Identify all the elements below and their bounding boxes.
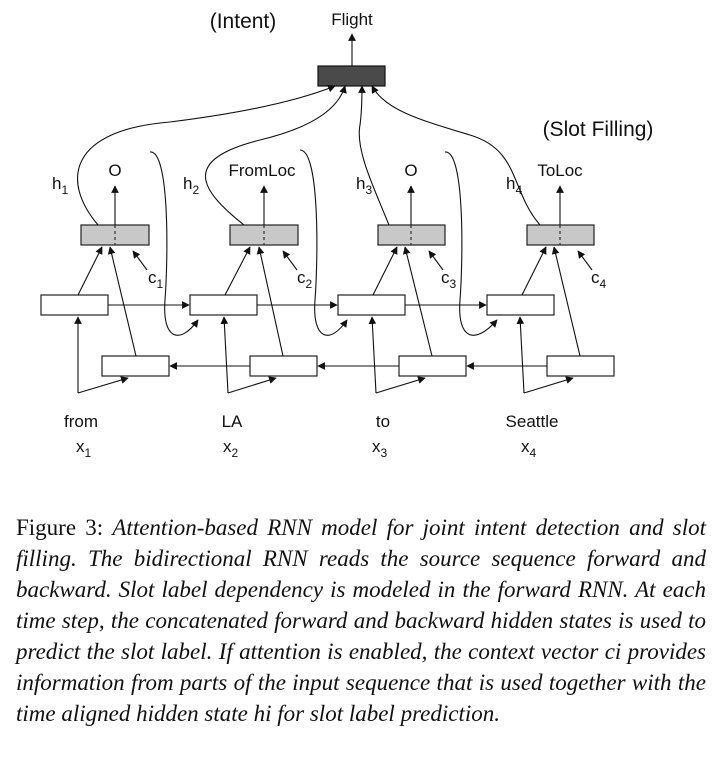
input-to-fwd-2 <box>220 316 229 394</box>
slot-output-4: ToLoc <box>537 161 583 180</box>
attention-curve-h1 <box>77 84 336 226</box>
fwd-to-out-3 <box>372 246 398 296</box>
intent-label: Flight <box>331 10 373 29</box>
slot-filling-tag: (Slot Filling) <box>543 118 654 141</box>
input-symbol-1: x1 <box>76 437 92 460</box>
context-arrow-3 <box>428 250 444 271</box>
input-to-bwd-3 <box>375 376 426 394</box>
input-symbol-4: x4 <box>521 437 537 460</box>
backward-rnn-1 <box>101 355 170 377</box>
forward-rnn-4 <box>486 294 555 316</box>
slot-output-1: O <box>108 161 121 180</box>
forward-rnn-3 <box>337 294 406 316</box>
input-word-2: LA <box>222 412 243 431</box>
context-label-2: c2 <box>297 268 313 291</box>
context-arrow-4 <box>577 250 593 271</box>
hidden-label-2: h2 <box>183 174 199 197</box>
forward-rnn-1 <box>40 294 109 316</box>
fwd-to-out-4 <box>521 246 547 296</box>
fwd-to-out-2 <box>224 246 251 296</box>
slot-output-3: O <box>404 161 417 180</box>
time-step-2: h2 FromLoc c2 LA x2 <box>183 161 318 460</box>
attention-curve-h4 <box>371 85 541 226</box>
context-arrow-1 <box>132 250 148 271</box>
input-word-1: from <box>64 412 98 431</box>
bwd-to-out-3 <box>402 246 433 357</box>
input-to-bwd-1 <box>77 376 129 394</box>
input-to-fwd-4 <box>516 316 525 394</box>
backward-rnn-2 <box>249 355 318 377</box>
attention-curve-h3 <box>358 85 390 226</box>
input-word-4: Seattle <box>506 412 559 431</box>
context-arrow-2 <box>282 250 298 271</box>
label-dependency-2 <box>299 149 348 336</box>
input-symbol-3: x3 <box>372 437 388 460</box>
intent-tag: (Intent) <box>210 10 277 33</box>
bwd-to-out-2 <box>256 246 284 357</box>
time-step-1: h1 O c1 from x1 <box>40 161 170 460</box>
hidden-label-3: h3 <box>356 174 372 197</box>
time-step-4: h4 ToLoc c4 Seattle x4 <box>486 161 615 460</box>
context-label-4: c4 <box>591 268 607 291</box>
caption-prefix: Figure 3: <box>16 515 104 540</box>
input-symbol-2: x2 <box>223 437 239 460</box>
label-dependency-1 <box>149 151 199 336</box>
backward-rnn-3 <box>398 355 467 377</box>
backward-rnn-4 <box>546 355 615 377</box>
input-to-bwd-4 <box>523 376 574 394</box>
context-label-3: c3 <box>441 268 457 291</box>
bwd-to-out-4 <box>551 246 581 357</box>
rnn-diagram: (Intent) Flight (Slot Filling) h1 O c1 f… <box>40 10 654 460</box>
hidden-label-4: h4 <box>506 174 522 197</box>
figure-caption: Figure 3: Attention-based RNN model for … <box>16 512 706 729</box>
intent-node <box>317 65 386 87</box>
forward-rnn-2 <box>189 294 258 316</box>
fwd-to-out-1 <box>77 246 103 296</box>
hidden-label-1: h1 <box>52 174 68 197</box>
input-word-3: to <box>376 412 390 431</box>
slot-output-2: FromLoc <box>228 161 296 180</box>
label-dependency-3 <box>444 151 498 336</box>
bwd-to-out-1 <box>107 246 137 357</box>
input-to-bwd-2 <box>227 376 277 394</box>
caption-text: Attention-based RNN model for joint inte… <box>16 515 707 726</box>
attention-curve-h2 <box>204 85 347 226</box>
time-step-3: h3 O c3 to x3 <box>337 161 467 460</box>
input-to-fwd-3 <box>368 316 377 394</box>
context-label-1: c1 <box>148 268 164 291</box>
